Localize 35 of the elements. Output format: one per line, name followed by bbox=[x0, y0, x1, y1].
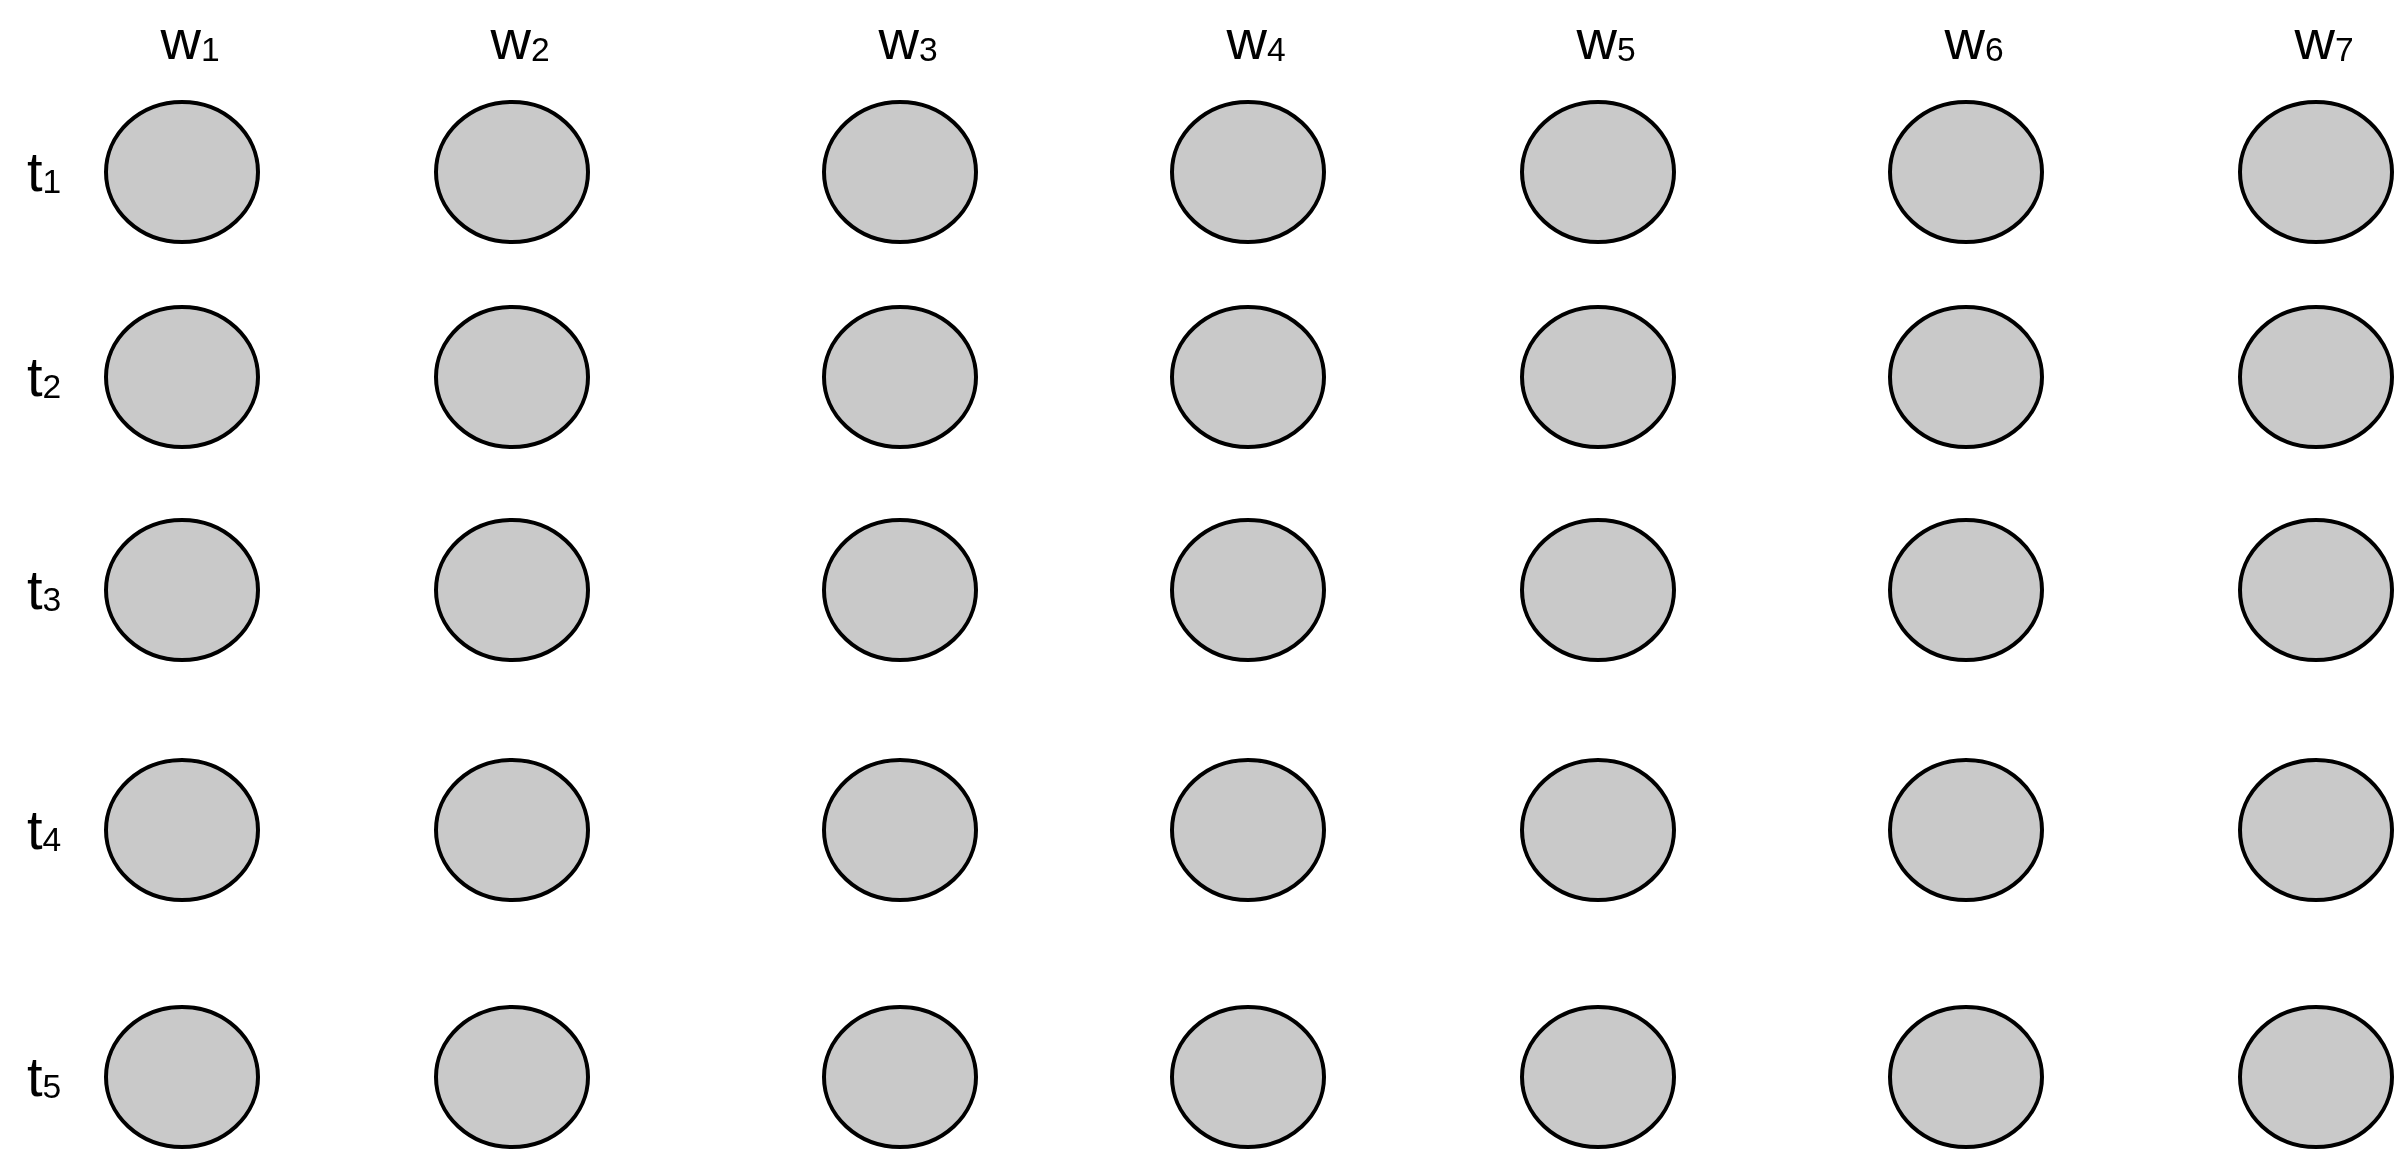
circle-node bbox=[1888, 758, 2044, 902]
circle-node bbox=[2238, 305, 2394, 449]
circle-node bbox=[822, 758, 978, 902]
circle-node bbox=[822, 518, 978, 662]
circle-node bbox=[822, 305, 978, 449]
circle-node bbox=[1888, 100, 2044, 244]
circle-node bbox=[104, 100, 260, 244]
circle-node bbox=[1888, 518, 2044, 662]
circle-node bbox=[434, 305, 590, 449]
circle-node bbox=[1520, 100, 1676, 244]
circle-node bbox=[1888, 305, 2044, 449]
circle-node bbox=[1170, 758, 1326, 902]
circle-node bbox=[1520, 758, 1676, 902]
circle-node bbox=[2238, 1005, 2394, 1149]
circle-node bbox=[104, 305, 260, 449]
circle-node bbox=[1170, 100, 1326, 244]
circle-node bbox=[434, 758, 590, 902]
circle-node bbox=[1170, 518, 1326, 662]
circle-node bbox=[104, 758, 260, 902]
circle-node bbox=[434, 100, 590, 244]
circle-node bbox=[434, 518, 590, 662]
circle-node bbox=[104, 518, 260, 662]
circle-node bbox=[1170, 1005, 1326, 1149]
circle-node bbox=[822, 100, 978, 244]
circle-node bbox=[1520, 518, 1676, 662]
circle-node bbox=[822, 1005, 978, 1149]
circle-node bbox=[1888, 1005, 2044, 1149]
circle-node bbox=[1520, 1005, 1676, 1149]
circle-node bbox=[2238, 518, 2394, 662]
circle-node bbox=[434, 1005, 590, 1149]
circle-node bbox=[104, 1005, 260, 1149]
circle-node bbox=[2238, 758, 2394, 902]
circle-node bbox=[2238, 100, 2394, 244]
circle-node bbox=[1520, 305, 1676, 449]
circle-node bbox=[1170, 305, 1326, 449]
